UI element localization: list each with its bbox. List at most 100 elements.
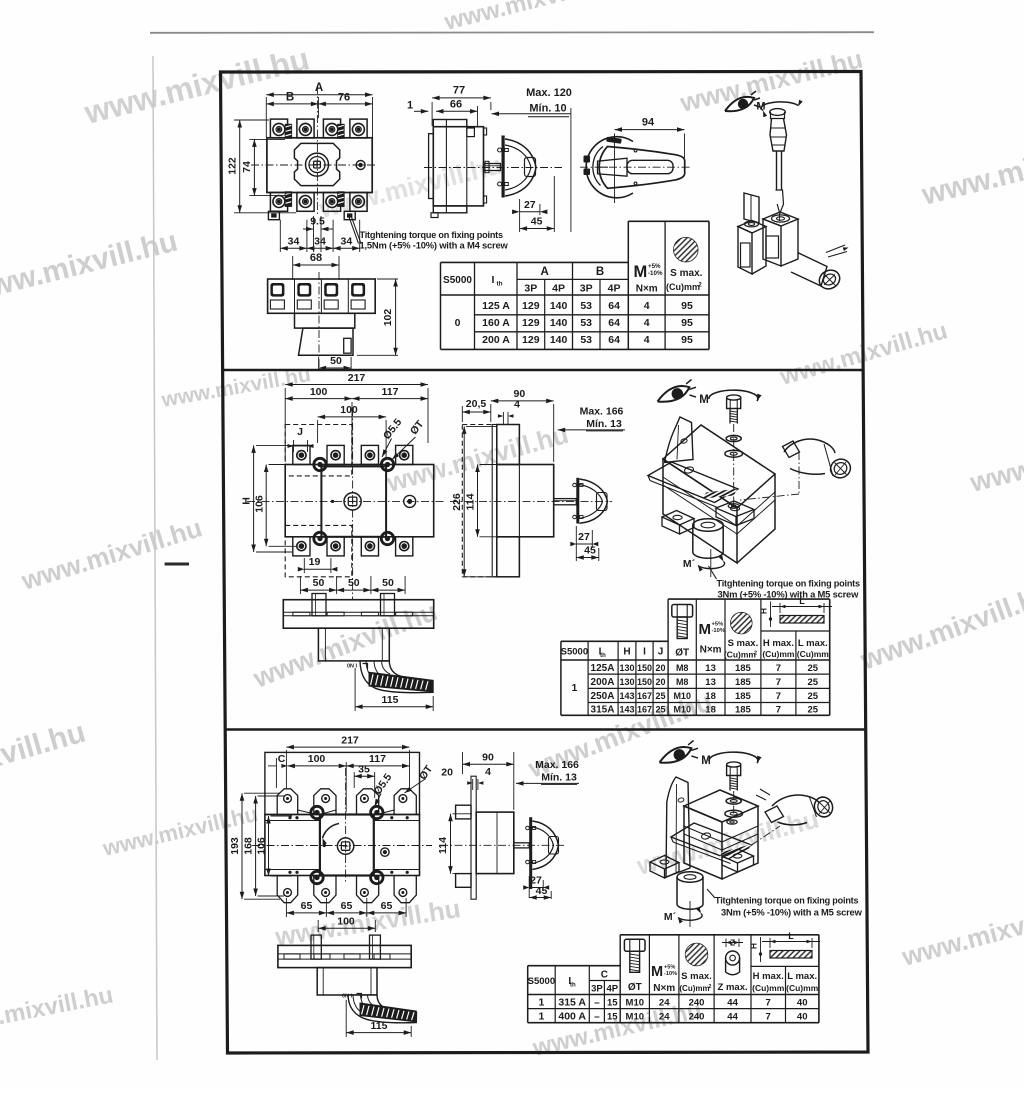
svg-text:0: 0	[455, 317, 461, 329]
svg-text:–: –	[594, 997, 600, 1008]
svg-text:0N I: 0N I	[342, 994, 353, 1000]
svg-text:34: 34	[341, 236, 353, 248]
svg-text:130: 130	[619, 663, 634, 673]
svg-text:(Cu)mm: (Cu)mm	[724, 650, 757, 660]
svg-text:53: 53	[580, 317, 592, 329]
svg-text:(Cu)mm: (Cu)mm	[762, 649, 795, 659]
svg-text:Mín. 13: Mín. 13	[541, 771, 577, 783]
svg-text:2: 2	[754, 651, 757, 657]
svg-text:(Cu)mm: (Cu)mm	[679, 984, 709, 993]
svg-text:90: 90	[514, 388, 526, 400]
svg-text:I: I	[492, 274, 495, 286]
svg-text:400 A: 400 A	[558, 1010, 586, 1022]
svg-text:M: M	[634, 263, 648, 281]
svg-text:1: 1	[538, 996, 544, 1008]
svg-text:25: 25	[655, 691, 665, 701]
svg-text:+5%: +5%	[648, 263, 661, 270]
svg-text:I: I	[568, 976, 571, 987]
svg-text:160 A: 160 A	[482, 317, 510, 329]
svg-text:18: 18	[705, 704, 716, 715]
svg-text:50: 50	[330, 355, 342, 367]
svg-text:25: 25	[808, 691, 819, 702]
svg-text:4: 4	[514, 398, 520, 410]
svg-text:Max. 120: Max. 120	[526, 87, 572, 99]
svg-text:7: 7	[776, 691, 781, 702]
svg-text:M´: M´	[683, 558, 696, 570]
svg-text:3P: 3P	[591, 984, 603, 995]
svg-text:20: 20	[441, 767, 453, 779]
svg-text:53: 53	[580, 334, 592, 346]
svg-text:185: 185	[735, 663, 752, 674]
svg-text:S max.: S max.	[728, 638, 759, 649]
svg-text:25: 25	[655, 704, 665, 714]
svg-text:115: 115	[382, 694, 399, 706]
svg-text:64: 64	[608, 300, 620, 312]
svg-text:167: 167	[637, 704, 652, 714]
svg-text:3Nm (+5% -10%) with a M5 screw: 3Nm (+5% -10%) with a M5 screw	[721, 906, 863, 917]
svg-text:106: 106	[253, 495, 265, 513]
svg-text:185: 185	[735, 677, 752, 688]
svg-text:0N I: 0N I	[347, 664, 358, 670]
svg-text:250A: 250A	[591, 691, 615, 702]
svg-text:M: M	[701, 755, 711, 767]
svg-text:M10: M10	[626, 1011, 644, 1022]
svg-text:34: 34	[288, 236, 300, 248]
svg-text:34: 34	[314, 236, 326, 248]
svg-text:13: 13	[705, 677, 716, 688]
svg-text:7: 7	[766, 997, 771, 1008]
svg-text:94: 94	[642, 116, 655, 128]
svg-text:(Cu)mm: (Cu)mm	[786, 983, 819, 993]
svg-text:H max.: H max.	[763, 638, 794, 649]
svg-text:th: th	[600, 653, 606, 659]
svg-text:40: 40	[797, 1011, 808, 1022]
svg-text:+5%: +5%	[664, 965, 675, 971]
svg-text:M: M	[699, 394, 709, 406]
svg-text:53: 53	[580, 300, 592, 312]
svg-text:77: 77	[453, 85, 465, 97]
svg-text:ØT: ØT	[628, 982, 642, 993]
svg-text:-10%: -10%	[712, 628, 726, 634]
svg-text:1: 1	[538, 1010, 544, 1022]
svg-text:S5000: S5000	[528, 976, 555, 987]
svg-text:M8: M8	[676, 677, 689, 687]
svg-text:25: 25	[808, 704, 819, 715]
svg-text:130: 130	[619, 677, 634, 687]
svg-text:L max.: L max.	[787, 971, 817, 982]
svg-text:185: 185	[735, 704, 752, 715]
svg-text:C: C	[278, 753, 286, 765]
svg-text:168: 168	[242, 837, 254, 855]
svg-text:L: L	[799, 596, 805, 606]
svg-text:100: 100	[310, 386, 328, 398]
svg-text:4: 4	[485, 766, 491, 778]
svg-text:B: B	[286, 91, 294, 103]
svg-text:15: 15	[607, 1011, 618, 1022]
svg-text:13: 13	[705, 663, 716, 674]
svg-text:167: 167	[637, 691, 652, 701]
svg-text:18: 18	[705, 691, 716, 702]
svg-text:193: 193	[229, 837, 241, 855]
svg-text:140: 140	[550, 317, 568, 329]
svg-text:217: 217	[348, 372, 366, 384]
svg-text:2: 2	[709, 984, 712, 990]
svg-text:C: C	[601, 970, 608, 981]
svg-text:(Cu)mm: (Cu)mm	[797, 649, 830, 659]
svg-text:S max.: S max.	[670, 268, 702, 279]
svg-text:3P: 3P	[580, 283, 593, 295]
svg-text:J: J	[297, 426, 303, 438]
svg-text:122: 122	[226, 157, 238, 175]
svg-text:L: L	[788, 931, 794, 941]
svg-text:45: 45	[536, 885, 548, 897]
svg-text:M10: M10	[673, 704, 691, 714]
svg-text:24: 24	[659, 997, 670, 1008]
svg-text:20: 20	[655, 663, 665, 673]
svg-text:Mín. 10: Mín. 10	[529, 102, 566, 114]
svg-text:ØT: ØT	[675, 648, 689, 659]
svg-text:24: 24	[659, 1011, 670, 1022]
svg-text:H: H	[240, 497, 252, 505]
svg-text:S max.: S max.	[681, 971, 712, 982]
svg-text:90: 90	[482, 752, 494, 764]
svg-text:315 A: 315 A	[558, 996, 586, 1008]
svg-text:H: H	[623, 647, 630, 658]
svg-text:Mín. 13: Mín. 13	[586, 418, 622, 430]
svg-text:4P: 4P	[608, 283, 621, 295]
